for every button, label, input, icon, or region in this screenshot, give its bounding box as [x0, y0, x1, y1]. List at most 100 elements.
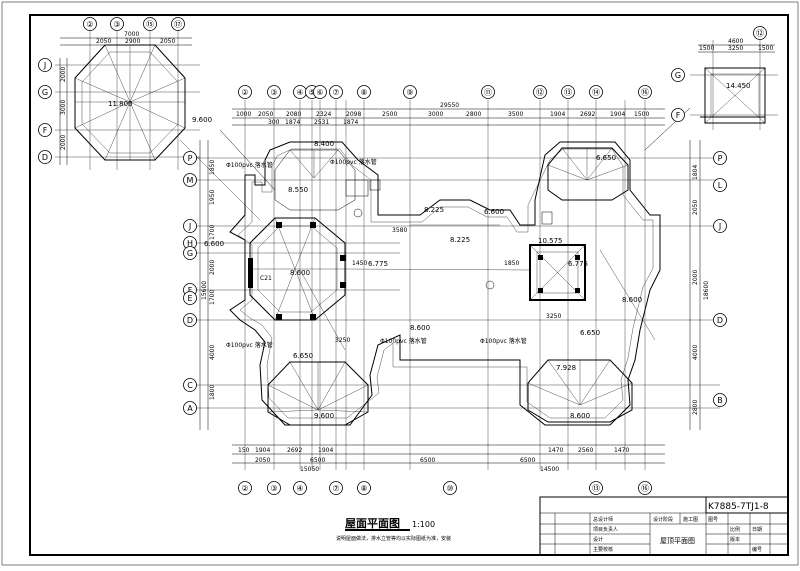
axis-bottom-2-label: ④ — [296, 484, 303, 493]
axis-top-8: ⑪ — [481, 85, 495, 99]
axis-left-pavilion-3-circle — [38, 150, 52, 164]
axis-top-4: ⑥ — [313, 85, 327, 99]
misc-label-1: 3250 — [546, 313, 561, 320]
axis-bottom-0-circle — [238, 481, 252, 495]
axis-top-10-label: ⑬ — [564, 88, 572, 97]
inner-border — [29, 14, 789, 556]
tb-stage-value: 施工图 — [683, 516, 698, 523]
axis-left-pavilion-0: J — [38, 58, 52, 72]
axis-left-pavilion-1: G — [38, 85, 52, 99]
axis-top-12: ⑯ — [638, 85, 652, 99]
dim-bottom-small-3: 1904 — [318, 447, 333, 454]
elevation-4: 6.600 — [204, 240, 224, 248]
axis-top-5: ⑦ — [329, 85, 343, 99]
axis-left-0-circle — [183, 151, 197, 165]
axis-left-8-label: C — [187, 381, 193, 390]
elevation-13: 10.575 — [538, 237, 563, 245]
axis-left-8: C — [183, 378, 197, 392]
dim-bottom-small-4: 1470 — [548, 447, 563, 454]
dim-lp-top: 7000 — [124, 31, 139, 38]
dim-left-total: 15600 — [201, 281, 208, 300]
elevation-19: 8.600 — [622, 296, 642, 304]
sheet-name: 屋顶平面图 — [660, 537, 695, 545]
dim-right-total: 18600 — [703, 281, 710, 300]
dim-top-small-1: 1874 — [285, 119, 300, 126]
elevation-1: 9.600 — [192, 116, 212, 124]
axis-bottom-6-circle — [589, 481, 603, 495]
dim-right-col-4: 2800 — [692, 400, 699, 415]
elevation-2: 8.400 — [314, 140, 334, 148]
axis-top-2-label: ④ — [296, 88, 303, 97]
axis-right-pavilion-0: ⑫ — [753, 26, 767, 40]
axis-bottom-2: ④ — [293, 481, 307, 495]
axis-top-11-label: ⑭ — [592, 88, 600, 97]
axis-top-pavilion-2-circle — [143, 17, 157, 31]
axis-left-pavilion-0-label: J — [43, 61, 46, 70]
axis-left-9: A — [183, 401, 197, 415]
axis-left-pavilion-3-label: D — [42, 153, 48, 162]
left-pavilion — [55, 30, 200, 170]
axis-right-2: J — [713, 219, 727, 233]
dim-lp-col-1: 3000 — [60, 100, 67, 115]
axis-left-2-label: J — [188, 222, 191, 231]
downpipe-4: Φ100pvc 落水管 — [480, 337, 527, 345]
dim-top-row-8: 3500 — [508, 111, 523, 118]
axis-top-10: ⑬ — [561, 85, 575, 99]
axis-top-pavilion-0-label: ② — [86, 20, 93, 29]
misc-label-0: 3250 — [335, 337, 350, 344]
axis-right-pavilion-row-0-label: G — [675, 71, 681, 80]
elevation-0: 11.800 — [108, 100, 133, 108]
dim-lp-col-0: 2000 — [60, 67, 67, 82]
downpipe-0: Φ100pvc 落水管 — [226, 161, 273, 169]
axis-right-pavilion-row-1-circle — [671, 108, 685, 122]
axis-left-pavilion-2-label: F — [43, 126, 48, 135]
axis-left-4-circle — [183, 246, 197, 260]
axis-top-pavilion-3: ⑰ — [171, 17, 185, 31]
axis-top-1: ③ — [267, 85, 281, 99]
axis-left-0-label: P — [188, 154, 193, 163]
axis-bottom-5-circle — [443, 481, 457, 495]
dim-bottom-small-6: 1470 — [614, 447, 629, 454]
axis-top-pavilion-3-label: ⑰ — [174, 20, 182, 29]
dim-top-row-1: 2050 — [258, 111, 273, 118]
downpipe-3: Φ100pvc 落水管 — [380, 337, 427, 345]
dim-top-total: 29550 — [440, 102, 459, 109]
axis-left-pavilion-1-label: G — [42, 88, 48, 97]
axis-top-7-label: ⑨ — [406, 88, 413, 97]
axis-top-12-label: ⑯ — [641, 88, 649, 97]
axis-top-11-circle — [589, 85, 603, 99]
axis-bottom-6-label: ⑬ — [592, 484, 600, 493]
axis-bottom-0-label: ② — [241, 484, 248, 493]
axis-right-2-circle — [713, 219, 727, 233]
axis-top-pavilion-2: ⑮ — [143, 17, 157, 31]
axis-top-7-circle — [403, 85, 417, 99]
elevation-18: 14.450 — [726, 82, 751, 90]
axis-left-7: D — [183, 313, 197, 327]
elevation-5: 8.600 — [290, 269, 310, 277]
axis-top-pavilion-1: ③ — [110, 17, 124, 31]
dim-top-small-3: 1874 — [343, 119, 358, 126]
dim-bottom-small-1: 1904 — [255, 447, 270, 454]
tb-field-no: 图号 — [708, 517, 718, 523]
axis-right-3-circle — [713, 313, 727, 327]
elevation-3: 8.550 — [288, 186, 308, 194]
tb-designer: 设计 — [593, 536, 603, 543]
axis-top-10-circle — [561, 85, 575, 99]
axis-bottom-1-circle — [267, 481, 281, 495]
elevation-16: 6.650 — [580, 329, 600, 337]
axis-left-6: E — [183, 291, 197, 305]
axis-right-0-circle — [713, 151, 727, 165]
dim-rp-row-0: 1500 — [699, 45, 714, 52]
dim-top-row-12: 1500 — [634, 111, 649, 118]
dim-right-col-1: 2050 — [692, 200, 699, 215]
axis-top-5-circle — [329, 85, 343, 99]
axis-left-8-circle — [183, 378, 197, 392]
dim-bottom-total: 15050 — [300, 466, 319, 473]
dim-rp-top: 4600 — [728, 38, 743, 45]
plan-labels: 11.8009.6008.4008.5506.6008.6006.6509.60… — [108, 82, 751, 420]
elevation-10: 6.600 — [484, 208, 504, 216]
drawing-title: 屋面平面图 — [345, 517, 400, 530]
dim-right-col-3: 4000 — [692, 345, 699, 360]
axis-top-5-label: ⑦ — [332, 88, 339, 97]
